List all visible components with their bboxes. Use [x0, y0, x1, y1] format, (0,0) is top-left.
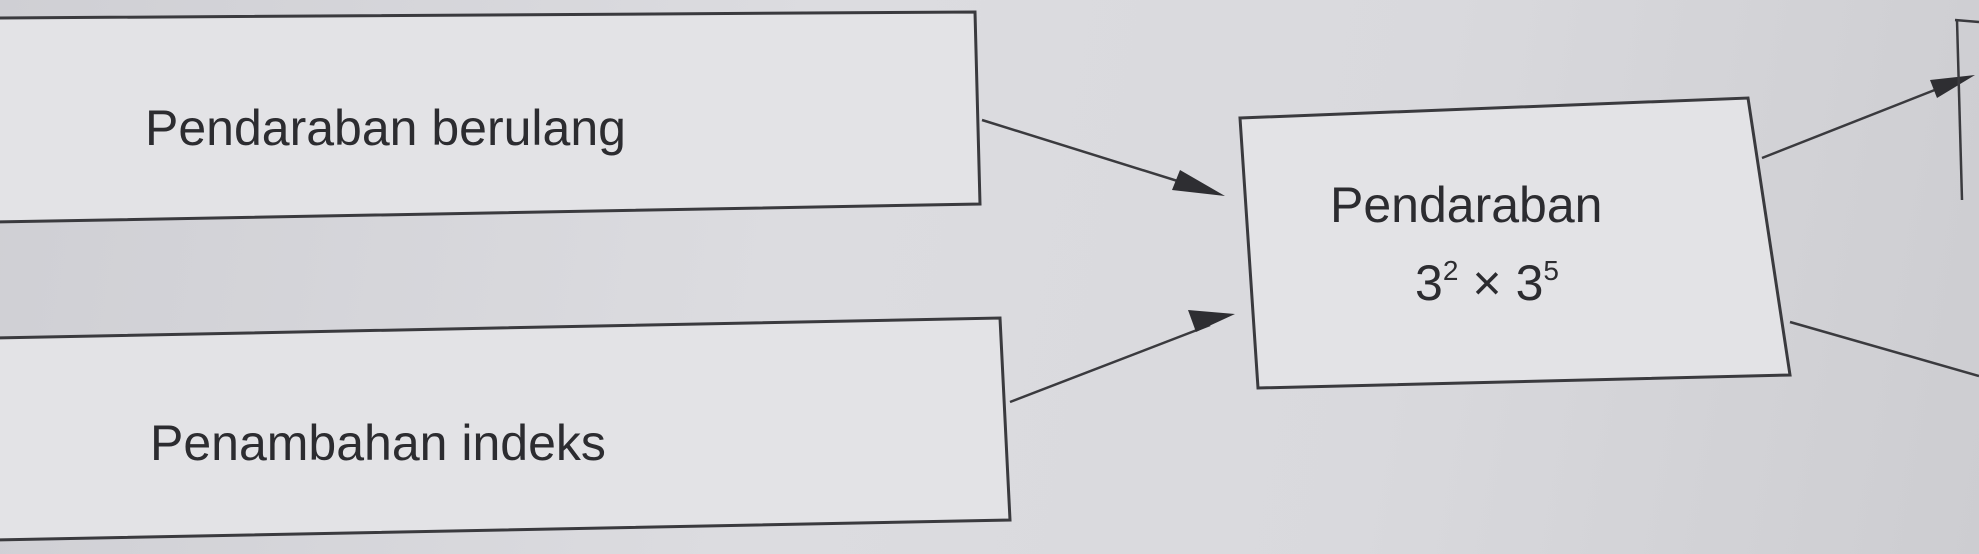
base-1: 3: [1415, 255, 1443, 311]
base-2: 3: [1516, 255, 1544, 311]
box-repeated-multiplication: [0, 10, 982, 224]
box-multiplication: [1238, 96, 1792, 390]
partial-box-right: [1954, 18, 1979, 24]
arrowhead-top: [1172, 170, 1225, 196]
label-repeated-multiplication: Pendaraban berulang: [145, 100, 626, 156]
exponent-2: 5: [1543, 255, 1559, 286]
line-out-bottom: [1789, 320, 1979, 378]
arrowhead-bottom: [1188, 310, 1235, 332]
arrow-line-out-top: [1761, 80, 1956, 160]
arrowhead-out-top: [1930, 75, 1975, 98]
partial-box-right-edge: [1955, 19, 1964, 201]
arrow-line-bottom: [1009, 323, 1211, 404]
label-index-addition: Penambahan indeks: [150, 415, 606, 471]
expression-3pow2-times-3pow5: 32×35: [1415, 255, 1559, 311]
times-operator: ×: [1472, 255, 1501, 311]
box-index-addition: [0, 316, 1012, 542]
label-multiplication: Pendaraban: [1330, 177, 1602, 233]
arrow-line-top: [981, 118, 1201, 190]
exponent-1: 2: [1443, 255, 1459, 286]
